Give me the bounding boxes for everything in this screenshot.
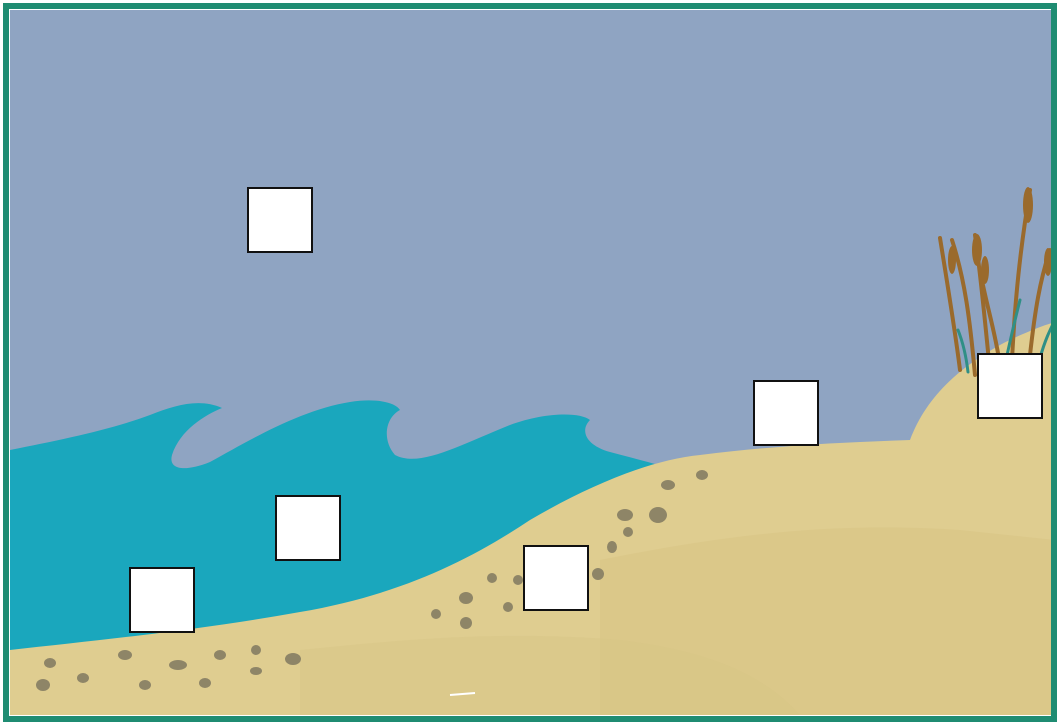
pebbles	[36, 470, 708, 691]
shore-highlight	[449, 692, 476, 696]
label-box-dune-grass[interactable]	[977, 353, 1043, 419]
label-box-beach[interactable]	[523, 545, 589, 611]
label-box-wave[interactable]	[275, 495, 341, 561]
dune-grass-heads	[948, 187, 1052, 284]
sand-shade-2	[300, 635, 800, 715]
label-box-dune[interactable]	[753, 380, 819, 446]
label-box-shoreline[interactable]	[129, 567, 195, 633]
label-box-sky[interactable]	[247, 187, 313, 253]
frame-border	[3, 3, 1057, 722]
